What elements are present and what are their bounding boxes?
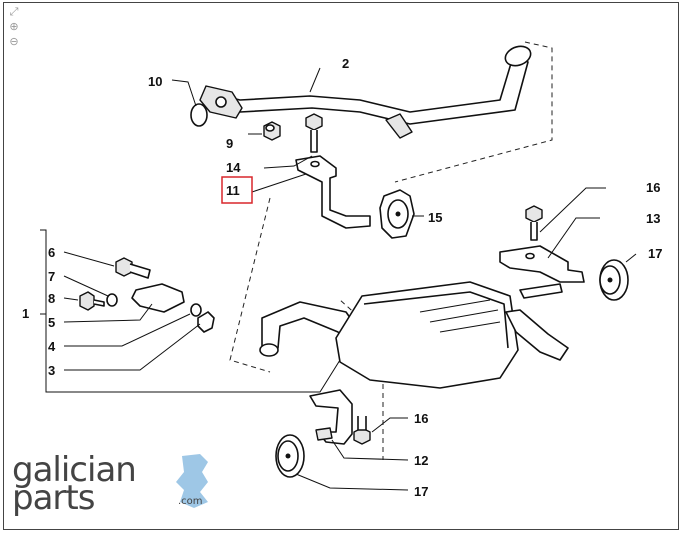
callout-3[interactable]: 3 [48, 363, 55, 378]
callout-6[interactable]: 6 [48, 245, 55, 260]
callout-16-upper[interactable]: 16 [646, 180, 660, 195]
callout-12[interactable]: 12 [414, 453, 428, 468]
callout-1[interactable]: 1 [22, 306, 29, 321]
callout-13[interactable]: 13 [646, 211, 660, 226]
rubber-mount-part [379, 189, 415, 239]
bolt-part [305, 113, 323, 153]
galicianparts-logo: galician parts .com [12, 450, 222, 518]
callout-15[interactable]: 15 [428, 210, 442, 225]
muffler-part [259, 281, 569, 389]
logo-line-2: parts [12, 478, 95, 518]
fit-icon[interactable]: ⤢ [9, 6, 19, 18]
rubber-mount-rear-part [599, 259, 629, 301]
callout-4[interactable]: 4 [48, 339, 56, 354]
bracket-part [295, 155, 371, 229]
zoom-in-icon[interactable]: ⊕ [9, 21, 19, 33]
logo-map-icon [176, 454, 208, 508]
callout-9[interactable]: 9 [226, 136, 233, 151]
logo-suffix: .com [178, 496, 203, 507]
diagram-frame [3, 2, 679, 530]
callout-10[interactable]: 10 [148, 74, 162, 89]
bolt-upper-part [525, 205, 543, 241]
callout-5[interactable]: 5 [48, 315, 55, 330]
callout-17-lower[interactable]: 17 [414, 484, 428, 499]
nut-part [263, 121, 281, 141]
callout-17-upper[interactable]: 17 [648, 246, 662, 261]
clamp-assembly-parts [79, 257, 215, 333]
selection-highlight [221, 176, 253, 204]
callout-7[interactable]: 7 [48, 269, 55, 284]
zoom-out-icon[interactable]: ⊖ [9, 36, 19, 48]
bracket-rear-part [499, 245, 585, 283]
exhaust-pipe-part [199, 45, 532, 139]
callout-16-lower[interactable]: 16 [414, 411, 428, 426]
rubber-mount-lower-part [275, 434, 305, 478]
callout-8[interactable]: 8 [48, 291, 55, 306]
zoom-toolbar: ⤢ ⊕ ⊖ [8, 6, 22, 51]
bolt-lower-part [353, 416, 371, 445]
logo-line-1: galician [12, 450, 137, 490]
bracket-lower-part [309, 389, 353, 445]
callout-14[interactable]: 14 [226, 160, 241, 175]
leader-lines [40, 67, 637, 491]
gasket-ring-part [190, 103, 208, 127]
callout-2[interactable]: 2 [342, 56, 349, 71]
callout-11[interactable]: 11 [226, 183, 240, 198]
